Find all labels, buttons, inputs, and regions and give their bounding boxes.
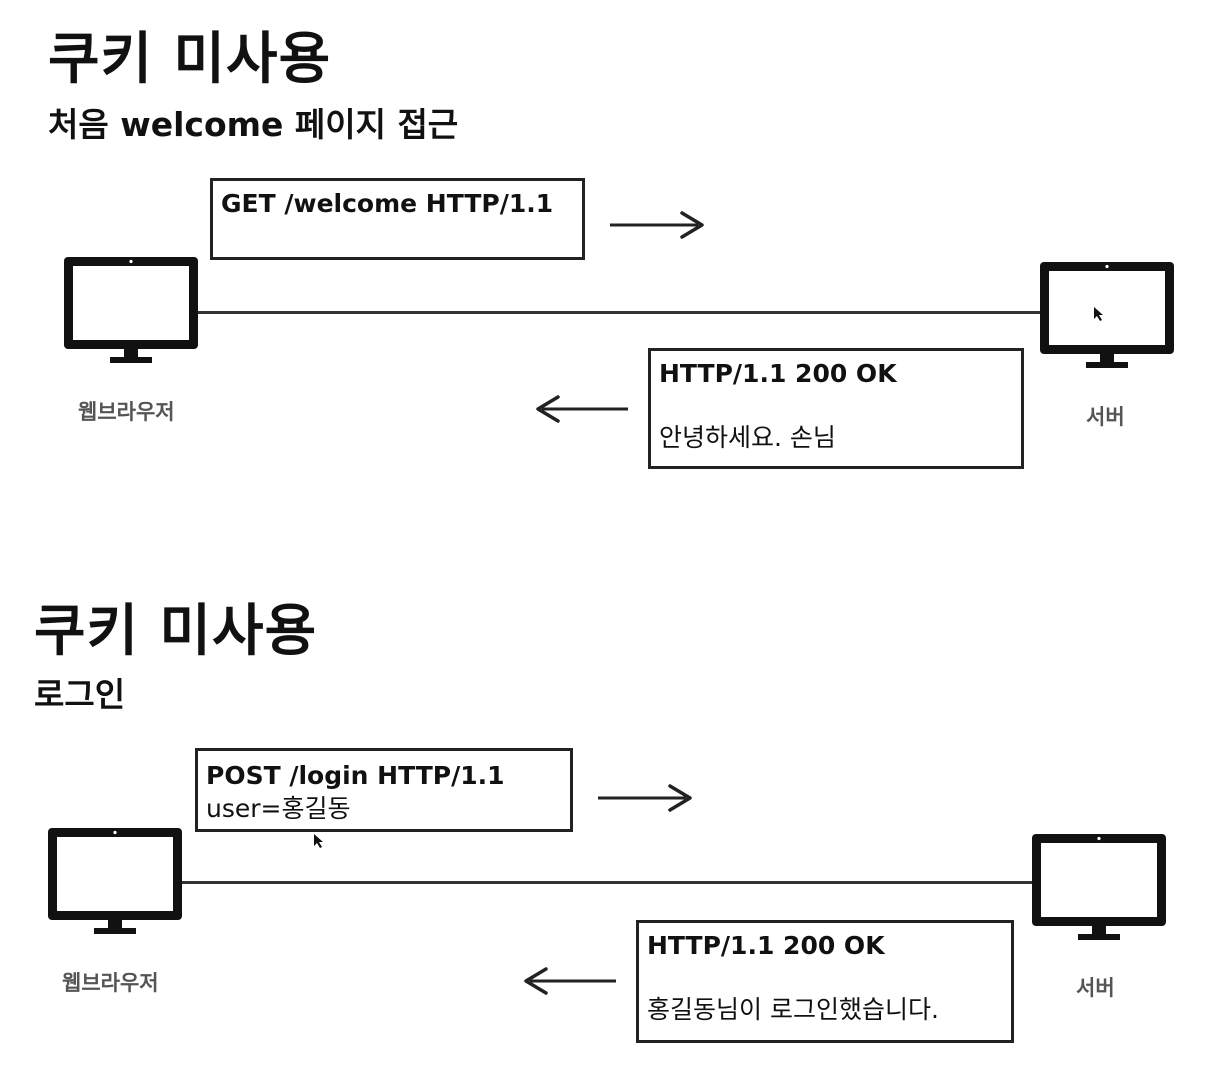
arrow-right-icon	[610, 211, 704, 239]
connection-line	[198, 311, 1040, 314]
panel-1-title: 쿠키 미사용	[48, 27, 332, 92]
request-box: POST /login HTTP/1.1 user=홍길동	[195, 748, 573, 832]
panel-2-title: 쿠키 미사용	[34, 599, 318, 664]
response-status-line: HTTP/1.1 200 OK	[647, 931, 885, 960]
connection-line	[182, 881, 1032, 884]
monitor-icon	[1032, 834, 1166, 940]
response-box: HTTP/1.1 200 OK 홍길동님이 로그인했습니다.	[636, 920, 1014, 1043]
request-body: user=홍길동	[206, 794, 351, 823]
response-box: HTTP/1.1 200 OK 안녕하세요. 손님	[648, 348, 1024, 469]
client-label: 웹브라우저	[62, 971, 159, 995]
cursor-icon	[1094, 307, 1103, 321]
request-box: GET /welcome HTTP/1.1	[210, 178, 585, 260]
response-body: 안녕하세요. 손님	[659, 423, 836, 452]
panel-1-subtitle: 처음 welcome 페이지 접근	[48, 105, 459, 144]
panel-2-subtitle: 로그인	[34, 675, 126, 714]
response-status-line: HTTP/1.1 200 OK	[659, 359, 897, 388]
client-label: 웹브라우저	[78, 400, 175, 424]
request-line: GET /welcome HTTP/1.1	[221, 189, 554, 218]
arrow-left-icon	[536, 395, 628, 423]
server-label: 서버	[1086, 405, 1125, 429]
arrow-left-icon	[524, 967, 616, 995]
request-line: POST /login HTTP/1.1	[206, 761, 505, 790]
arrow-right-icon	[598, 784, 692, 812]
monitor-icon	[64, 257, 198, 363]
response-body: 홍길동님이 로그인했습니다.	[647, 995, 939, 1024]
monitor-icon	[48, 828, 182, 934]
monitor-icon	[1040, 262, 1174, 368]
cursor-icon	[314, 834, 323, 848]
server-label: 서버	[1076, 976, 1115, 1000]
